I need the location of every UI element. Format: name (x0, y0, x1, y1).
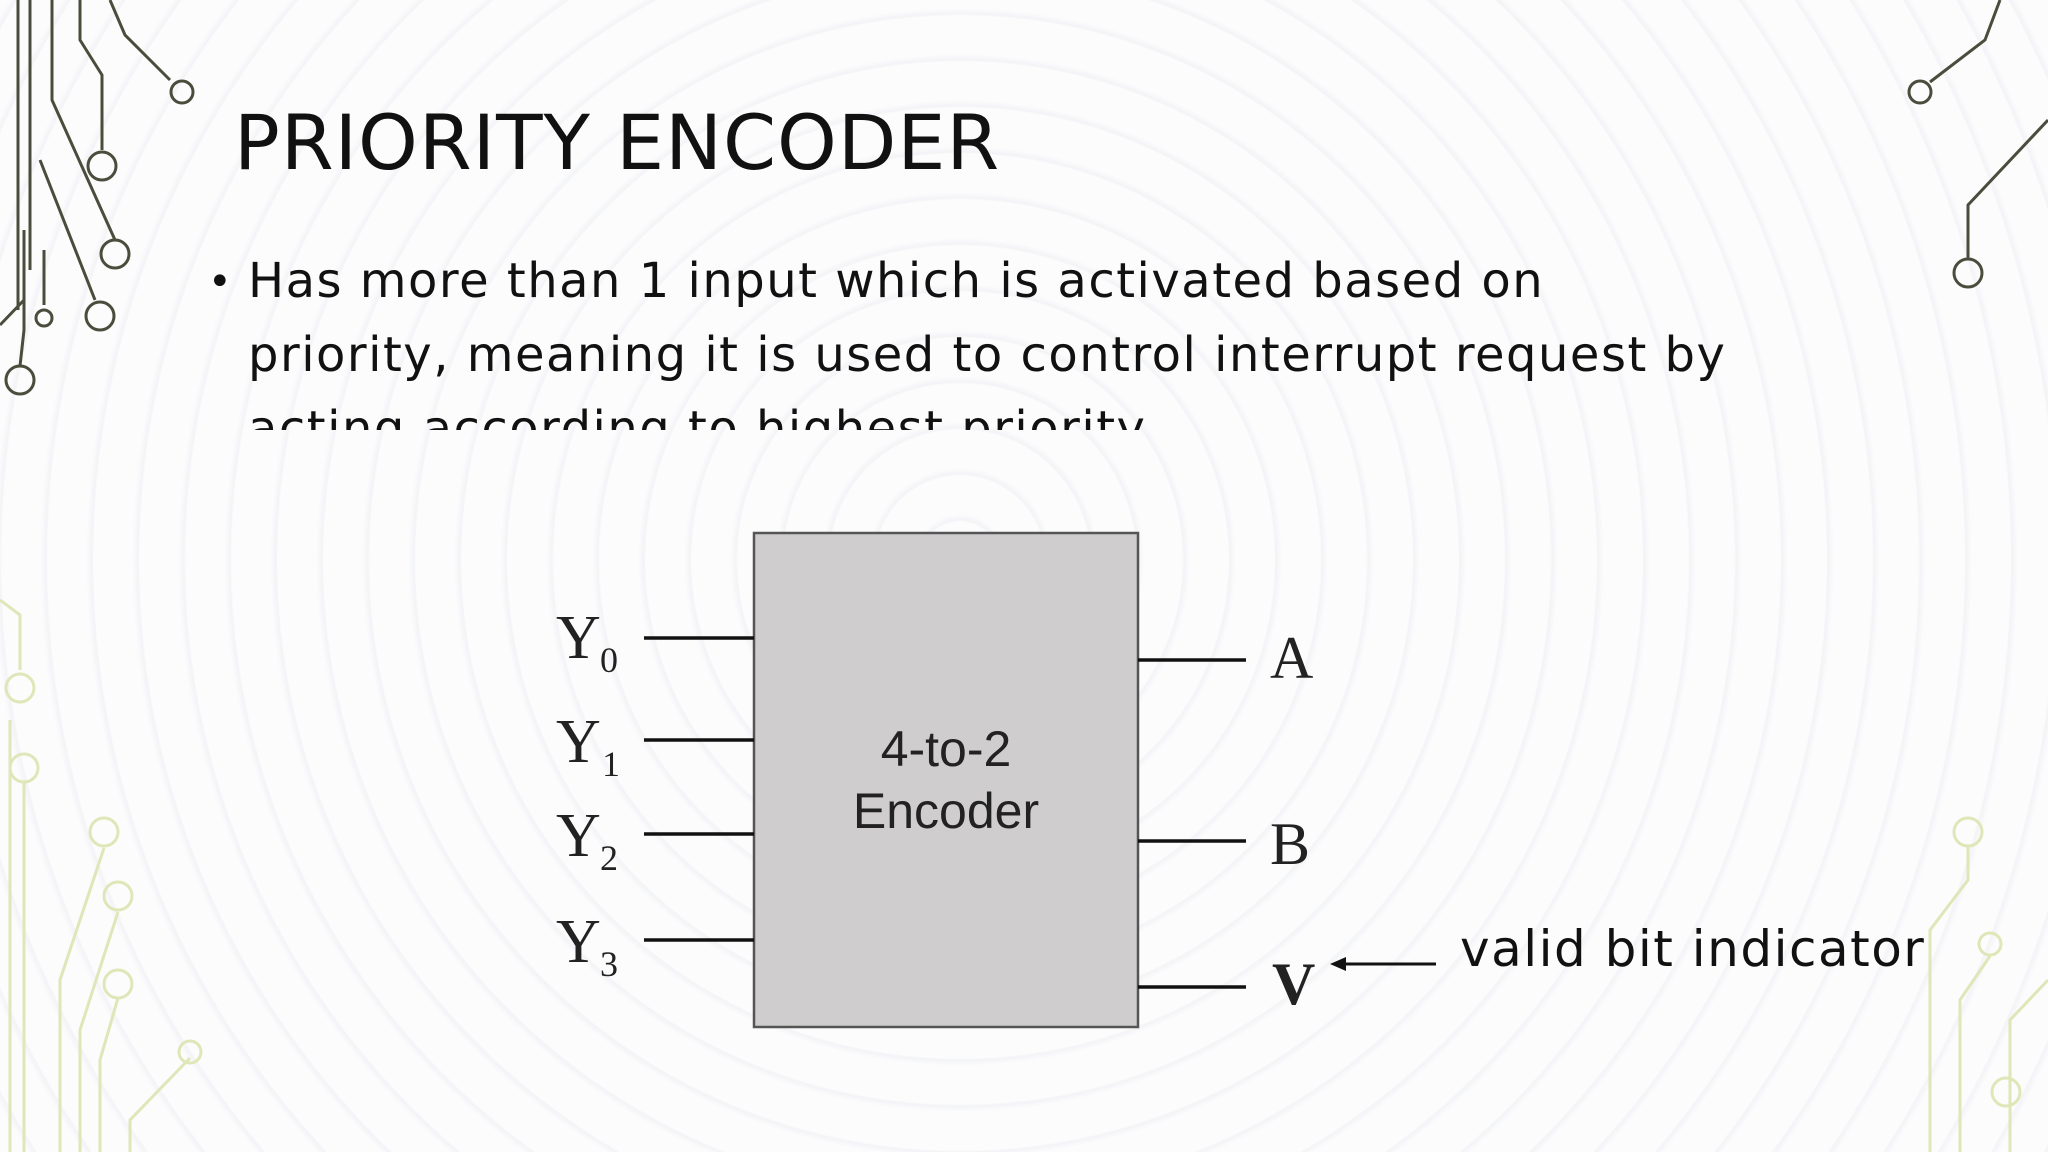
input-label-y2: Y 2 (556, 802, 618, 878)
block-label-line2: Encoder (853, 783, 1039, 839)
svg-text:2: 2 (600, 838, 618, 878)
bullet-item-text: Has more than 1 input which is activated… (248, 253, 1727, 430)
arrow-left-icon (1330, 957, 1346, 971)
input-label-y1: Y 1 (556, 708, 620, 784)
slide-title: PRIORITY ENCODER (234, 98, 1001, 187)
svg-text:0: 0 (600, 640, 618, 680)
svg-text:Y: Y (556, 908, 601, 976)
annotation-label: valid bit indicator (1460, 920, 1926, 978)
encoder-block (752, 531, 1140, 1029)
svg-text:Y: Y (556, 604, 601, 672)
bullet-marker: • (208, 259, 232, 305)
output-label-b: B (1270, 811, 1310, 877)
output-label-a: A (1270, 625, 1313, 691)
svg-text:1: 1 (602, 744, 620, 784)
svg-text:Y: Y (556, 708, 601, 776)
output-label-v: V (1272, 951, 1315, 1017)
input-label-y3: Y 3 (556, 908, 618, 984)
svg-text:3: 3 (600, 944, 618, 984)
input-label-y0: Y 0 (556, 604, 618, 680)
block-label-line1: 4-to-2 (881, 721, 1012, 777)
svg-text:Y: Y (556, 802, 601, 870)
bullet-list: • Has more than 1 input which is activat… (204, 244, 1764, 430)
